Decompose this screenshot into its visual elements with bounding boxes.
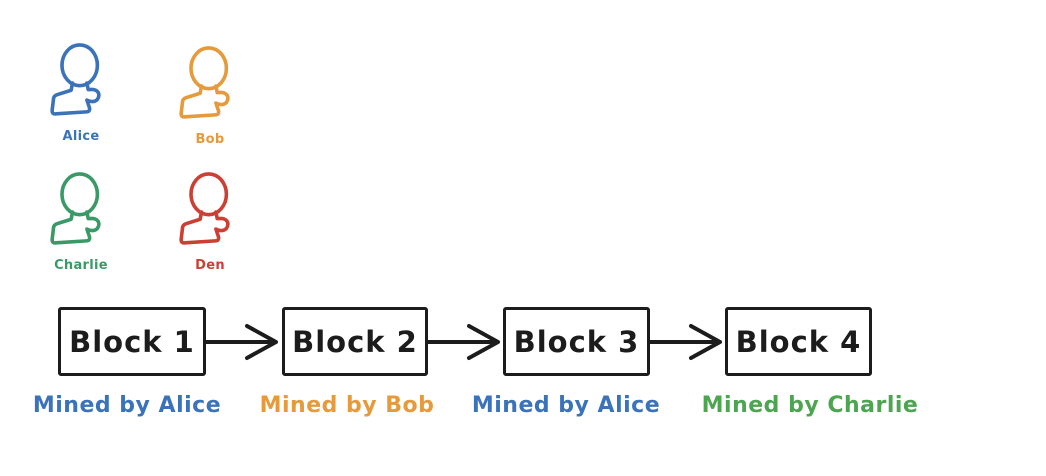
person-alice: Alice	[48, 43, 114, 144]
person-name-label: Bob	[195, 132, 225, 147]
person-head	[189, 46, 229, 91]
person-torso	[50, 210, 101, 245]
miner-label-block-4: Mined by Charlie	[701, 393, 919, 418]
person-torso	[179, 84, 230, 119]
block-4: Block 4	[725, 307, 872, 376]
person-icon	[179, 46, 230, 119]
person-charlie: Charlie	[48, 172, 114, 273]
arrow-stroke	[203, 324, 278, 360]
arrow-right-icon	[203, 324, 278, 360]
miner-label-block-1: Mined by Alice	[32, 393, 222, 418]
block-3: Block 3	[503, 307, 650, 376]
block-label: Block 2	[292, 324, 418, 359]
miner-label-block-3: Mined by Alice	[471, 393, 661, 418]
person-head	[60, 172, 100, 217]
arrow-right-icon	[425, 324, 500, 360]
person-bob: Bob	[177, 46, 243, 147]
person-den: Den	[177, 172, 243, 273]
person-head	[189, 172, 229, 217]
person-head	[60, 43, 100, 88]
arrow-right-icon	[647, 324, 722, 360]
person-name-label: Alice	[62, 129, 100, 144]
block-label: Block 1	[69, 324, 195, 359]
miner-label-block-2: Mined by Bob	[259, 393, 435, 418]
block-2: Block 2	[282, 307, 428, 376]
person-icon	[50, 43, 101, 116]
block-label: Block 3	[513, 324, 640, 359]
person-torso	[50, 81, 101, 116]
block-1: Block 1	[58, 307, 206, 376]
arrow-stroke	[647, 324, 722, 360]
person-torso	[179, 210, 230, 245]
person-icon	[179, 172, 230, 245]
block-label: Block 4	[735, 324, 862, 359]
arrow-stroke	[425, 324, 500, 360]
person-icon	[50, 172, 101, 245]
person-name-label: Charlie	[54, 258, 108, 273]
person-name-label: Den	[195, 258, 225, 273]
